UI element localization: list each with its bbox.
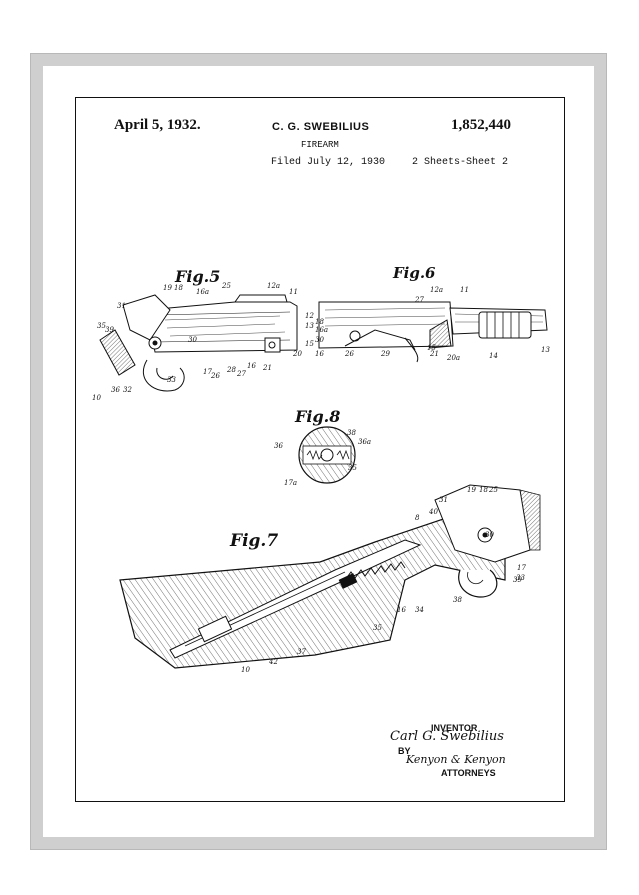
fig5-ref-17: 17 <box>203 368 212 376</box>
fig5-ref-12a: 12a <box>267 282 280 290</box>
patent-date: April 5, 1932. <box>114 117 201 133</box>
fig8-ref-38: 38 <box>347 429 356 437</box>
by-label: BY <box>398 746 411 756</box>
fig5-ref-27: 27 <box>236 370 246 378</box>
fig5-ref-21: 21 <box>262 364 272 372</box>
patent-subject: FIREARM <box>301 140 339 150</box>
fig6-ref-16a: 16a <box>315 326 328 334</box>
fig7-label: Fig.7 <box>229 531 278 551</box>
fig7-ref-18: 18 <box>479 486 488 494</box>
fig6-ref-16: 16 <box>315 350 324 358</box>
fig5-ref-13: 13 <box>305 322 314 330</box>
fig5-ref-16: 16 <box>247 362 256 370</box>
fig8-label: Fig.8 <box>294 407 340 426</box>
figure-8: Fig.8 38 36 36a 35 17a <box>274 407 371 487</box>
fig7-ref-42: 42 <box>268 658 278 666</box>
fig5-ref-11: 11 <box>289 288 298 296</box>
fig7-ref-38: 38 <box>453 596 462 604</box>
fig6-ref-18: 18 <box>315 318 324 326</box>
inventor-signature: Carl G. Swebilius <box>390 729 504 744</box>
fig6-ref-13: 13 <box>541 346 550 354</box>
fig8-ref-36a: 36a <box>358 438 371 446</box>
fig7-ref-33: 33 <box>516 574 525 582</box>
fig6-ref-21: 21 <box>429 350 439 358</box>
fig5-ref-26: 26 <box>210 372 220 380</box>
fig5-ref-10: 10 <box>92 394 101 402</box>
inventor-label: INVENTOR <box>431 723 478 733</box>
fig5-label: Fig.5 <box>174 267 220 286</box>
filed-date: Filed July 12, 1930 <box>271 157 386 168</box>
patent-number: 1,852,440 <box>451 117 511 133</box>
fig5-ref-19: 19 <box>163 284 172 292</box>
fig7-ref-17: 17 <box>517 564 526 572</box>
fig6-label: Fig.6 <box>392 264 436 282</box>
fig5-ref-12: 12 <box>305 312 314 320</box>
fig5-ref-39: 39 <box>105 326 114 334</box>
fig5-ref-35: 35 <box>97 322 106 330</box>
fig7-ref-31: 31 <box>439 496 448 504</box>
fig7-ref-25: 25 <box>488 486 498 494</box>
fig5-ref-32: 32 <box>123 386 132 394</box>
fig5-ref-31: 31 <box>117 302 126 310</box>
fig8-ref-35: 35 <box>348 464 357 472</box>
fig7-ref-39: 39 <box>513 576 522 584</box>
attorneys-label: ATTORNEYS <box>441 768 496 778</box>
fig5-ref-33: 33 <box>167 376 176 384</box>
fig7-ref-19: 19 <box>467 486 476 494</box>
fig8-numerals: 38 36 36a 35 17a <box>274 429 371 487</box>
fig8-ref-36: 36 <box>274 442 283 450</box>
fig6-ref-29: 29 <box>380 350 390 358</box>
inventor-name-header: C. G. SWEBILIUS <box>272 121 370 133</box>
fig5-ref-15: 15 <box>305 340 314 348</box>
fig7-ref-34: 34 <box>415 606 424 614</box>
fig6-ref-12a: 12a <box>430 286 443 294</box>
fig6-ref-14: 14 <box>489 352 498 360</box>
fig5-ref-20: 20 <box>292 350 302 358</box>
fig7-ref-40: 40 <box>428 508 438 516</box>
fig5-ref-18: 18 <box>174 284 183 292</box>
fig5-ref-30: 30 <box>188 336 197 344</box>
fig5-ref-28: 28 <box>226 366 236 374</box>
fig7-ref-8: 8 <box>415 514 420 522</box>
fig6-ref-30: 30 <box>315 336 324 344</box>
sheet-count: 2 Sheets-Sheet 2 <box>412 157 509 168</box>
fig6-ref-26: 26 <box>344 350 354 358</box>
fig7-ref-37: 37 <box>297 648 306 656</box>
fig6-ref-11: 11 <box>460 286 469 294</box>
attorneys-signature: Kenyon & Kenyon <box>406 753 506 766</box>
fig7-ref-30: 30 <box>485 531 494 539</box>
fig5-ref-36: 36 <box>111 386 120 394</box>
fig5-ref-25: 25 <box>221 282 231 290</box>
fig6-ref-27: 27 <box>414 296 424 304</box>
fig7-ref-35: 35 <box>373 624 382 632</box>
fig7-ref-16: 16 <box>397 606 406 614</box>
fig6-ref-20a: 20a <box>446 354 460 362</box>
fig6-ref-15: 15 <box>427 344 436 352</box>
fig7-ref-10: 10 <box>241 666 250 674</box>
fig5-ref-16a: 16a <box>196 288 209 296</box>
fig8-ref-17a: 17a <box>284 479 297 487</box>
